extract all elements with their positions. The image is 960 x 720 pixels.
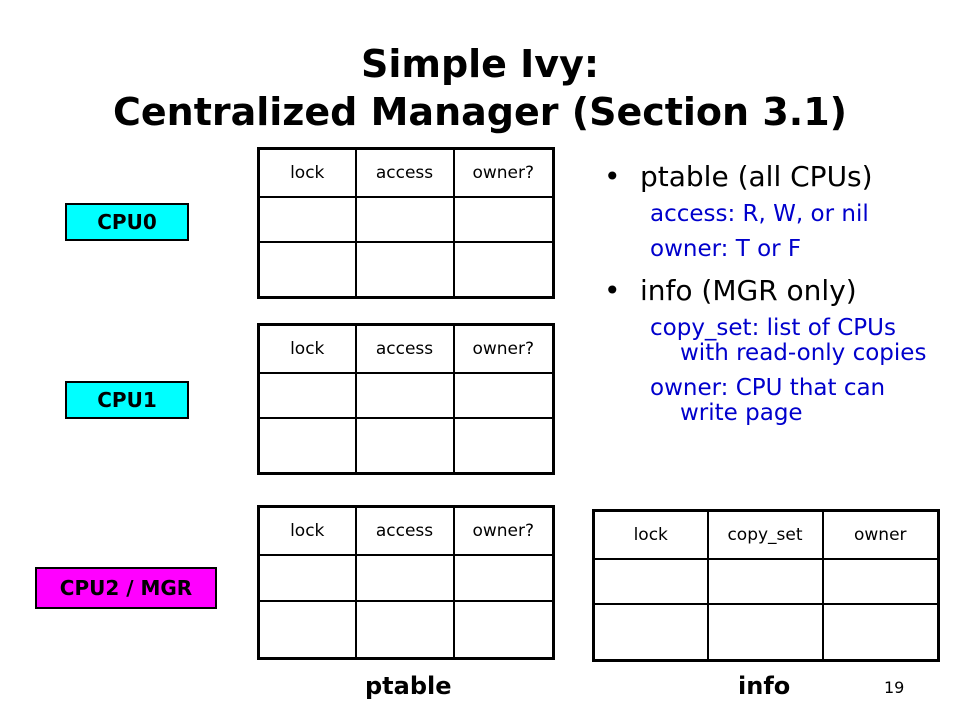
ptable-cpu1: lock access owner? [257, 323, 555, 475]
table-cell [354, 372, 455, 419]
table-cell [354, 196, 455, 243]
header-lock: lock [257, 147, 357, 198]
header-owner: owner? [452, 147, 555, 198]
bullet-dot-icon: • [604, 274, 621, 307]
table-cell [452, 600, 555, 660]
page-number: 19 [884, 678, 905, 697]
header-owner: owner? [452, 505, 555, 556]
table-cell [257, 372, 357, 419]
table-cell [452, 240, 555, 299]
table-cell [354, 240, 455, 299]
bullet-ptable: • ptable (all CPUs) [600, 158, 950, 196]
bullet-text: info (MGR only) [640, 274, 857, 307]
table-cell [452, 372, 555, 419]
ptable-cpu0: lock access owner? [257, 147, 555, 299]
table-cell [821, 557, 940, 606]
table-cell [452, 554, 555, 602]
header-copy-set: copy_set [706, 509, 824, 560]
table-cell [592, 603, 709, 662]
table-cell [452, 196, 555, 243]
sub-bullet: access: R, W, or nil [650, 201, 869, 227]
header-access: access [354, 147, 455, 198]
cpu1-box: CPU1 [65, 381, 189, 419]
header-owner: owner [821, 509, 940, 560]
table-cell [706, 557, 824, 606]
cpu2-mgr-box: CPU2 / MGR [35, 567, 217, 609]
table-cell [257, 600, 357, 660]
header-owner: owner? [452, 323, 555, 374]
header-lock: lock [257, 505, 357, 556]
table-cell [354, 416, 455, 475]
header-lock: lock [257, 323, 357, 374]
cpu0-box: CPU0 [65, 203, 189, 241]
caption-ptable: ptable [365, 672, 452, 700]
table-cell [706, 603, 824, 662]
header-lock: lock [592, 509, 709, 560]
title-line-1: Simple Ivy: [360, 42, 600, 86]
table-cell [354, 554, 455, 602]
table-cell [592, 557, 709, 606]
slide-title: Simple Ivy: Centralized Manager (Section… [0, 40, 960, 136]
table-cell [354, 600, 455, 660]
bullet-dot-icon: • [604, 160, 621, 193]
table-cell [257, 240, 357, 299]
header-access: access [354, 323, 455, 374]
title-line-2: Centralized Manager (Section 3.1) [112, 90, 848, 134]
table-cell [257, 554, 357, 602]
table-cell [257, 196, 357, 243]
sub-bullet: owner: CPU that can write page [650, 375, 886, 426]
caption-info: info [738, 672, 791, 700]
bullet-text: ptable (all CPUs) [640, 160, 873, 193]
table-cell [821, 603, 940, 662]
bullet-list: • ptable (all CPUs) access: R, W, or nil… [600, 158, 950, 436]
sub-bullet: owner: T or F [650, 236, 802, 262]
info-table-mgr: lock copy_set owner [592, 509, 940, 662]
header-access: access [354, 505, 455, 556]
table-cell [452, 416, 555, 475]
bullet-info: • info (MGR only) [600, 272, 950, 310]
table-cell [257, 416, 357, 475]
ptable-cpu2: lock access owner? [257, 505, 555, 660]
sub-bullet: copy_set: list of CPUs with read-only co… [650, 315, 927, 366]
